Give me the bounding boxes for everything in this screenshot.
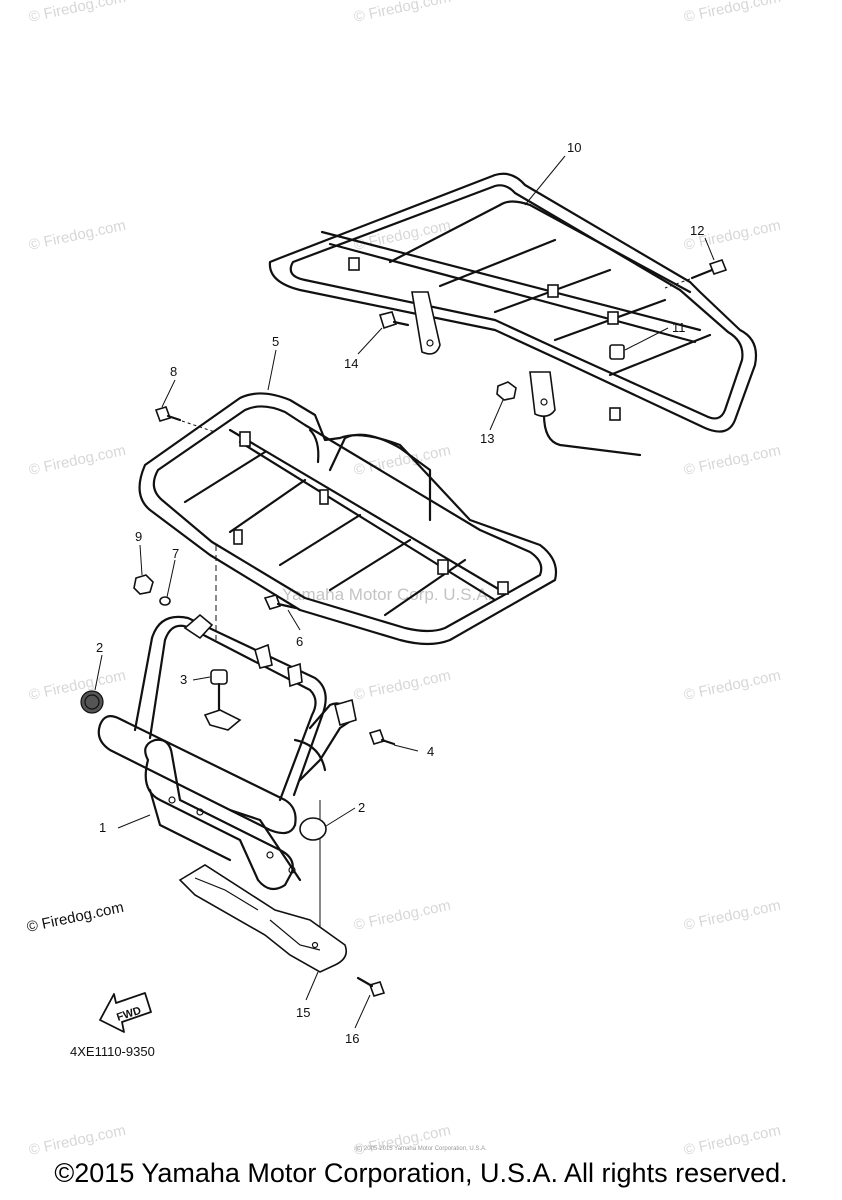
- leader-lines: [94, 155, 715, 1029]
- watermark-text: © Firedog.com: [27, 667, 127, 704]
- callout-2: 2: [96, 640, 103, 655]
- watermark-text: © Firedog.com: [352, 217, 452, 254]
- watermark-text: © Firedog.com: [682, 1122, 782, 1159]
- bolt-part-6: [263, 594, 298, 610]
- watermark-text: © Firedog.com: [352, 1122, 452, 1159]
- fwd-arrow-icon: FWD: [99, 992, 152, 1033]
- cap-part-2-right: [299, 817, 327, 841]
- callout-13: 13: [480, 431, 494, 446]
- nut-part-9: [133, 574, 154, 595]
- callout-6: 6: [296, 634, 303, 649]
- callout-4: 4: [427, 744, 434, 759]
- bolt-part-16: [356, 976, 386, 997]
- watermark-text: © Firedog.com: [682, 667, 782, 704]
- bolt-part-8: [154, 406, 216, 433]
- callout-12: 12: [690, 223, 704, 238]
- callout-8: 8: [170, 364, 177, 379]
- watermark-text: © Firedog.com: [27, 217, 127, 254]
- watermark-text: © Firedog.com: [682, 442, 782, 479]
- collar-part-11: [609, 344, 625, 360]
- washer-part-7: [159, 596, 171, 606]
- skid-plate-part-15: [178, 864, 348, 973]
- watermark-text: © Firedog.com: [352, 0, 452, 26]
- rear-rack-part-10: [268, 172, 758, 457]
- watermark-text: © Firedog.com: [27, 442, 127, 479]
- bolt-part-12: [664, 259, 728, 289]
- front-guard-part-1: [97, 613, 357, 891]
- diagram-code: 4XE1110-9350: [70, 1044, 155, 1059]
- callout-14: 14: [344, 356, 358, 371]
- cap-part-2-left: [80, 690, 104, 714]
- bolt-part-4: [368, 729, 396, 746]
- callout-16: 16: [345, 1031, 359, 1046]
- watermark-text: © Firedog.com: [352, 667, 452, 704]
- callout-numbers: 1 2 2 3 4 5 6 7 8 9 10 11 12 13 14 15 16: [96, 140, 704, 1046]
- front-rack-part-5: [138, 392, 558, 646]
- callout-1: 1: [99, 820, 106, 835]
- bolt-part-14: [378, 311, 410, 330]
- center-watermark: Yamaha Motor Corp. U.S.A.: [282, 585, 492, 604]
- callout-2: 2: [358, 800, 365, 815]
- watermark-text: © Firedog.com: [27, 1122, 127, 1159]
- callout-3: 3: [180, 672, 187, 687]
- watermark-text: © Firedog.com: [682, 0, 782, 26]
- callout-11: 11: [672, 320, 686, 335]
- watermark-text-dark: © Firedog.com: [25, 899, 125, 936]
- watermark-text: © Firedog.com: [27, 0, 127, 26]
- callout-10: 10: [567, 140, 581, 155]
- callout-9: 9: [135, 529, 142, 544]
- nut-part-13: [496, 381, 517, 401]
- callout-15: 15: [296, 1005, 310, 1020]
- cap-part-2-left-inner: [84, 694, 100, 710]
- watermark-text: © Firedog.com: [682, 897, 782, 934]
- damper-part-3: [210, 669, 228, 712]
- watermark-text: © Firedog.com: [352, 897, 452, 934]
- callout-5: 5: [272, 334, 279, 349]
- callout-7: 7: [172, 546, 179, 561]
- tiny-credit: (c) 2005-2015 Yamaha Motor Corporation, …: [355, 1146, 487, 1152]
- copyright-notice: ©2015 Yamaha Motor Corporation, U.S.A. A…: [54, 1158, 788, 1188]
